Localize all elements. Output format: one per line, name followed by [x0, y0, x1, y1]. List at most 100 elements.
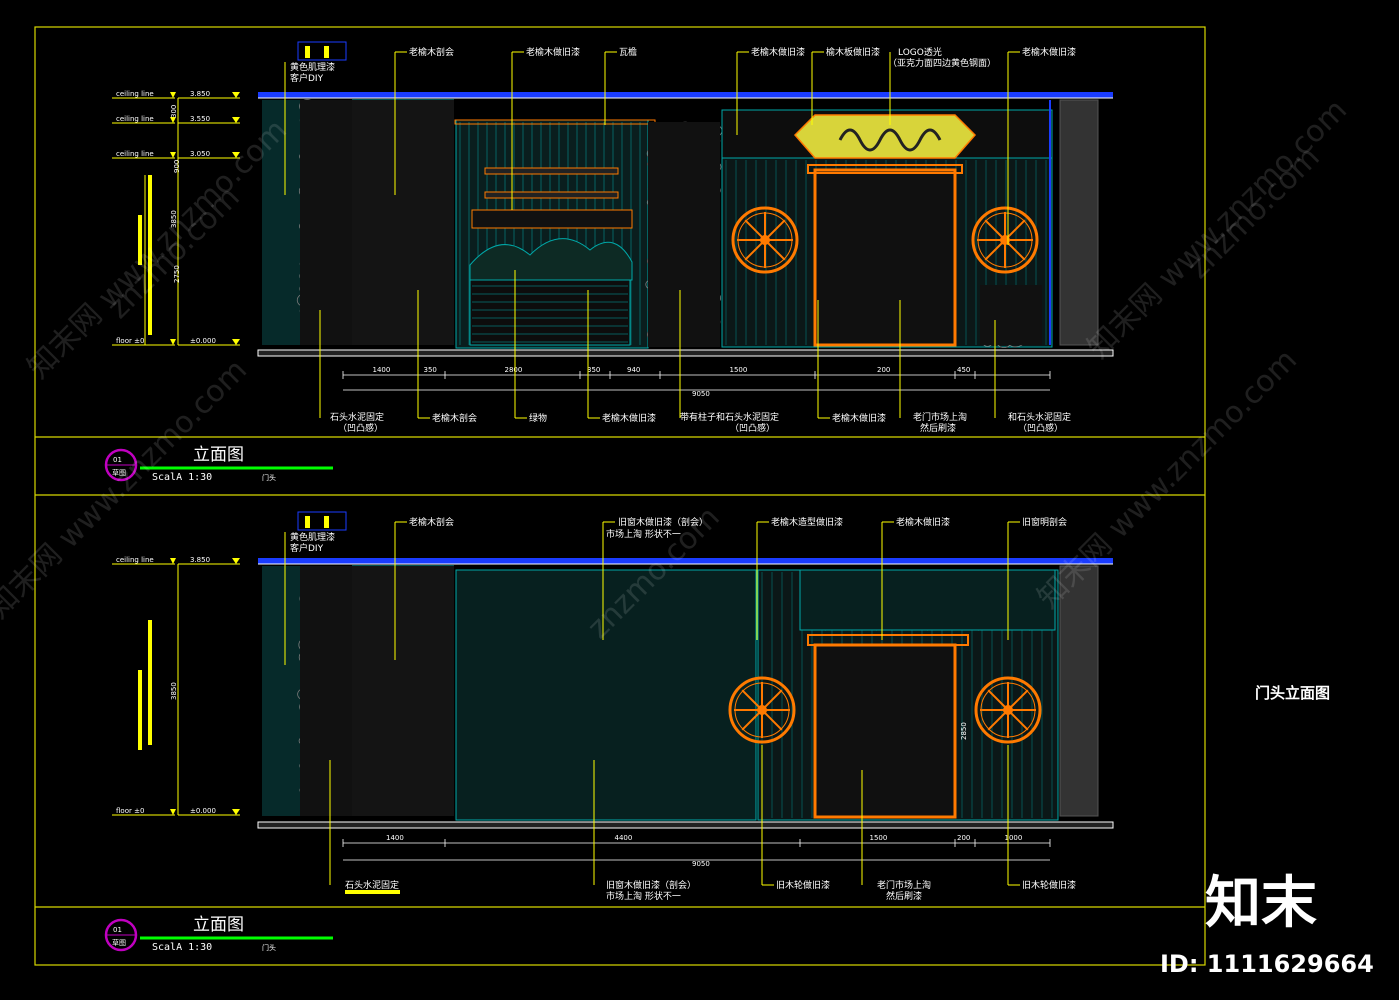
- callout-label: 老榆木做旧漆: [751, 46, 805, 58]
- callout-label: （凹凸感）: [1018, 422, 1063, 434]
- color-swatch-box: [297, 511, 347, 531]
- callout-label: 旧窗明剖会: [1022, 516, 1067, 528]
- view-subtitle: 门头: [262, 943, 276, 952]
- plank-bg: [352, 100, 454, 345]
- wheel-spoke: [744, 239, 766, 261]
- ceiling-band: [258, 558, 1113, 564]
- door-frame: [813, 168, 957, 347]
- callout-label: 老榆木剖会: [432, 412, 477, 424]
- floor-slab: [257, 821, 1114, 829]
- wheel-spoke: [741, 689, 763, 711]
- drawing-frame: [34, 26, 1206, 966]
- level-label: floor ±0: [116, 807, 144, 815]
- dim-marker-bar: [138, 215, 142, 265]
- cart-wheel-right-1: [971, 206, 1039, 274]
- dim-marker-bar: [138, 670, 142, 750]
- level-label: ceiling line: [116, 556, 154, 564]
- callout-label: （凹凸感）: [338, 422, 383, 434]
- view-number: 01: [113, 456, 122, 464]
- callout-label: 市场上淘 形状不一: [606, 528, 681, 540]
- callout-label: 老榆木做旧漆: [1022, 46, 1076, 58]
- dim-value: 2800: [505, 366, 523, 374]
- view-subtitle: 门头: [262, 473, 276, 482]
- wheel-spoke: [741, 709, 763, 731]
- level-value: 3.550: [190, 115, 210, 123]
- shelf-bar: [484, 167, 619, 175]
- callout-label: 旧窗木做旧漆（剖会）: [618, 516, 708, 528]
- level-marker: [232, 92, 240, 98]
- callout-label: 和石头水泥固定: [1008, 411, 1071, 423]
- dim-value: 1400: [373, 366, 391, 374]
- dim-vertical-value: 2850: [960, 722, 968, 740]
- view-scale: ScalA 1:30: [152, 472, 212, 483]
- door-lintel: [807, 634, 969, 646]
- level-label: ceiling line: [116, 90, 154, 98]
- callout-label: 瓦檐: [619, 46, 637, 58]
- level-value: 3.850: [190, 90, 210, 98]
- logo-script: [838, 128, 942, 152]
- callout-label: （亚克力面四边黄色钢面）: [888, 57, 996, 69]
- level-marker: [232, 117, 240, 123]
- callout-label: 老榆木造型做旧漆: [771, 516, 843, 528]
- callout-label: 石头水泥固定: [330, 411, 384, 423]
- level-marker: [232, 339, 240, 345]
- view-title: 立面图: [193, 915, 244, 935]
- floor-slab: [257, 349, 1114, 357]
- view-scale: ScalA 1:30: [152, 942, 212, 953]
- callout-label: 带有柱子和石头水泥固定: [680, 411, 779, 423]
- dim-value: 940: [627, 366, 640, 374]
- shelf-bar: [484, 191, 619, 199]
- view-bubble: [104, 918, 138, 952]
- view-title: 立面图: [193, 445, 244, 465]
- stone-wall-bg: [980, 285, 1042, 345]
- dim-total: 9050: [692, 860, 710, 868]
- dim-marker-bar: [148, 620, 152, 745]
- plant-foliage: [469, 238, 633, 281]
- view-bubble: [104, 448, 138, 482]
- cart-wheel-left-1: [731, 206, 799, 274]
- wheel-spoke: [744, 219, 766, 241]
- callout-label: 绿物: [529, 412, 547, 424]
- wheel-rim: [728, 676, 796, 744]
- watermark-text: znzmo.com: [101, 180, 247, 326]
- color-swatch: [305, 46, 310, 58]
- stone-wall-bg: [300, 100, 355, 345]
- wheel-rim: [971, 206, 1039, 274]
- dim-value: 4400: [615, 834, 633, 842]
- ceiling-band: [258, 92, 1113, 98]
- dim-vertical-value: 2750: [173, 265, 181, 283]
- watermark-text: 知末网 www.znzmo.com: [1031, 343, 1304, 616]
- dim-value: 1500: [870, 834, 888, 842]
- dim-value: 350: [424, 366, 437, 374]
- callout-label: 老门市场上淘: [877, 879, 931, 891]
- view-number: 01: [113, 926, 122, 934]
- wheel-spoke: [761, 689, 783, 711]
- wheel-spoke: [984, 219, 1006, 241]
- callout-label: 老榆木剖会: [409, 516, 454, 528]
- wheel-spoke: [761, 709, 783, 731]
- callout-label: 客户DIY: [290, 542, 324, 554]
- color-swatch: [324, 516, 329, 528]
- dim-value: 200: [877, 366, 890, 374]
- dim-value: 1400: [386, 834, 404, 842]
- callout-label: 客户DIY: [290, 72, 324, 84]
- color-swatch-box: [297, 41, 347, 61]
- callout-label: 旧木轮做旧漆: [776, 879, 830, 891]
- counter-cabinet: [469, 279, 631, 346]
- dim-value: 450: [957, 366, 970, 374]
- side-column: [1059, 99, 1099, 346]
- level-marker: [170, 117, 176, 123]
- dim-marker-bar: [148, 175, 152, 335]
- stone-wall-bg: [648, 122, 720, 347]
- dim-vertical-value: 900: [173, 160, 181, 173]
- brand-logo: 知末: [1205, 871, 1317, 936]
- callout-label: 市场上淘 形状不一: [606, 890, 681, 902]
- callout-label: 黄色肌理漆: [290, 531, 335, 543]
- wheel-spoke: [764, 239, 786, 261]
- dim-vertical-value: 300: [170, 105, 178, 118]
- dim-value: 350: [587, 366, 600, 374]
- id-label: ID: 1111629664: [1160, 950, 1374, 978]
- level-marker: [170, 809, 176, 815]
- door-frame: [813, 643, 957, 819]
- dim-value: 1500: [730, 366, 748, 374]
